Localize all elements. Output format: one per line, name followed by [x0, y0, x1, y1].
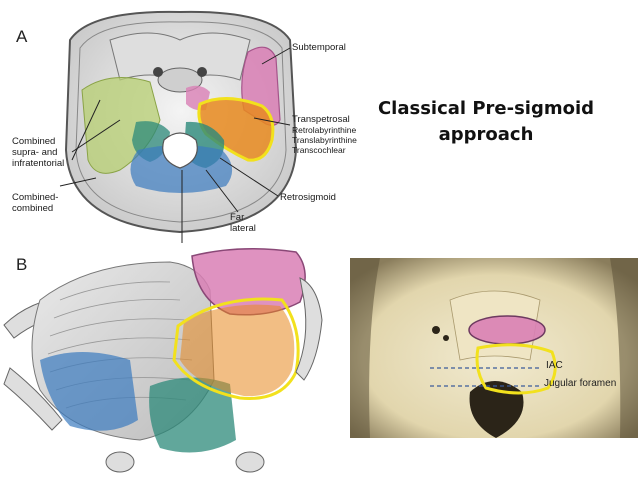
- title-line-2: approach: [438, 124, 534, 145]
- slide-title: Classical Pre-sigmoid approach: [372, 96, 600, 148]
- label-transpetrosal: Transpetrosal: [292, 114, 350, 125]
- label-retrolabyrinthine: Retrolabyrinthine: [292, 125, 357, 135]
- photo-transpetrosal-outline: [475, 343, 557, 395]
- leader-combined-2: [71, 99, 101, 161]
- photo-foramen-left: [432, 326, 440, 334]
- label-iac: IAC: [546, 360, 563, 371]
- photo-shadow-right: [610, 258, 638, 438]
- photo-foramen-left-2: [443, 335, 449, 341]
- leader-far-lateral: [205, 169, 239, 213]
- optic-foramen-right: [197, 67, 207, 77]
- leader-transpetrosal: [253, 117, 291, 126]
- label-combined-supra-2: supra- and: [12, 147, 58, 158]
- label-jugular-foramen: Jugular foramen: [544, 378, 617, 389]
- transpetrosal-region-b: [180, 304, 295, 397]
- photo-foramen-magnum: [469, 381, 524, 438]
- leader-retrosigmoid: [219, 157, 279, 197]
- figure-a-skull-base: [59, 10, 298, 243]
- far-lateral-region-b: [40, 352, 138, 431]
- label-subtemporal: Subtemporal: [292, 42, 346, 53]
- retrosigmoid-region-b: [149, 377, 236, 453]
- vertebra-right: [235, 451, 265, 473]
- label-far-lateral-1: Far: [230, 212, 245, 223]
- panel-letter-a: A: [16, 27, 28, 46]
- label-transcochlear: Transcochlear: [292, 145, 346, 155]
- label-combined-supra-1: Combined: [12, 136, 56, 147]
- label-combined-supra-3: infratentorial: [12, 158, 65, 169]
- leader-combined-combined: [59, 177, 97, 187]
- photo-subtemporal-region: [468, 315, 546, 345]
- temporal-bone-right: [295, 277, 323, 381]
- far-lateral-region: [130, 145, 233, 193]
- foramen-magnum: [162, 132, 198, 169]
- figure-b-lateral-view: [3, 248, 323, 473]
- skull-base-photo: [350, 258, 638, 438]
- panel-letter-b: B: [16, 255, 28, 274]
- title-line-1: Classical Pre-sigmoid: [377, 98, 595, 119]
- skull-inner-rim: [75, 21, 287, 223]
- leader-combined: [71, 119, 121, 153]
- label-translabyrinthine: Translabyrinthine: [292, 135, 357, 145]
- photo-shadow-left: [350, 258, 380, 438]
- label-far-lateral-2: lateral: [230, 223, 256, 234]
- occipital-bone-lower: [3, 367, 63, 431]
- sella-turcica: [157, 67, 203, 93]
- vertebra-left: [105, 451, 135, 473]
- label-combined-combined-2: combined: [12, 203, 54, 214]
- optic-foramen-left: [153, 67, 163, 77]
- label-retrosigmoid: Retrosigmoid: [280, 192, 336, 203]
- leader-subtemporal: [261, 47, 291, 65]
- label-combined-combined-1: Combined-: [12, 192, 59, 203]
